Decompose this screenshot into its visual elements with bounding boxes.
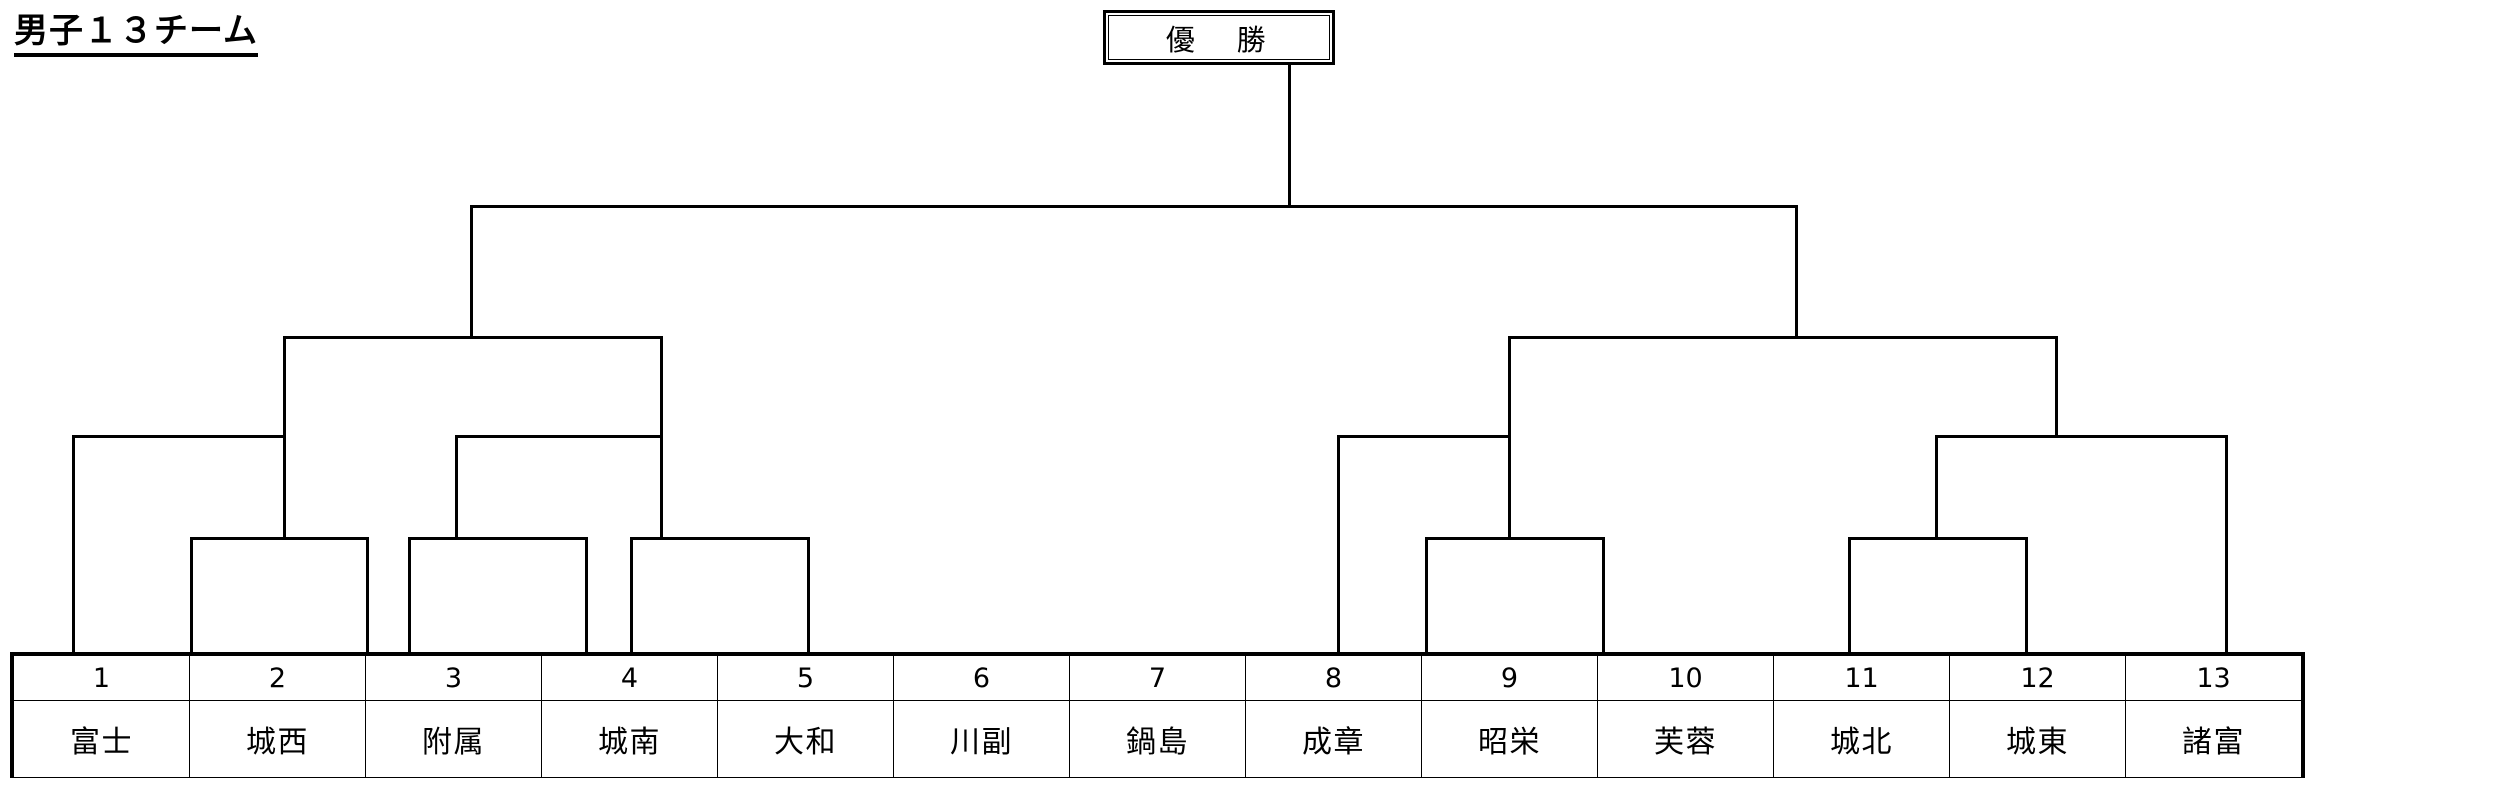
team-name-cell: 大和 xyxy=(717,700,894,778)
champion-stem xyxy=(1288,65,1291,207)
round2-match-3-leg-winner910 xyxy=(1508,435,1511,537)
seed-number-cell: 3 xyxy=(365,655,542,701)
round2-match-3-leg-seed8 xyxy=(1337,435,1340,653)
team-name-cell: 城北 xyxy=(1773,700,1950,778)
round1-match-11v12-leg-seed11 xyxy=(1848,537,1851,653)
round1-match-9v10-leg-seed10 xyxy=(1602,537,1605,653)
seed-number-cell: 6 xyxy=(893,655,1070,701)
team-name-cell: 富士 xyxy=(13,700,190,778)
semifinal-left-connector xyxy=(283,336,663,339)
team-name-cell: 城東 xyxy=(1949,700,2126,778)
seed-number-cell: 1 xyxy=(13,655,190,701)
round1-match-11v12-leg-seed12 xyxy=(2025,537,2028,653)
round1-match-4v5-leg-seed4 xyxy=(408,537,411,653)
final-connector xyxy=(470,205,1798,208)
team-name-cell: 昭栄 xyxy=(1421,700,1598,778)
seed-number-cell: 11 xyxy=(1773,655,1950,701)
round2-match-4-leg-winner1112 xyxy=(1935,435,1938,537)
round1-match-4v5-leg-seed5 xyxy=(585,537,588,653)
teams-table: 1 2 3 4 5 6 7 8 9 10 11 12 13 富士 城西 附属 城… xyxy=(10,652,2305,778)
round1-match-9v10-leg-seed9 xyxy=(1425,537,1428,653)
semifinal-right-leg-lower xyxy=(2055,336,2058,437)
round1-match-6v7-leg-seed7 xyxy=(807,537,810,653)
round1-match-11v12-connector xyxy=(1848,537,2028,540)
seed-number-cell: 13 xyxy=(2125,655,2302,701)
round1-match-6v7-connector xyxy=(630,537,810,540)
team-name-cell: 鍋島 xyxy=(1069,700,1246,778)
round2-match-3-connector xyxy=(1337,435,1511,438)
round2-match-1-leg-seed1 xyxy=(72,435,75,653)
semifinal-left-leg-lower xyxy=(660,336,663,437)
semifinal-right-leg-upper xyxy=(1508,336,1511,437)
champion-label: 優 勝 xyxy=(1165,22,1273,57)
semifinal-left-leg-upper xyxy=(283,336,286,437)
seed-number-cell: 9 xyxy=(1421,655,1598,701)
round2-match-4-connector xyxy=(1935,435,2228,438)
page-title: 男子１３チーム xyxy=(14,11,258,58)
team-name-row: 富士 城西 附属 城南 大和 川副 鍋島 成章 昭栄 芙蓉 城北 城東 諸富 xyxy=(13,700,2302,778)
team-name-cell: 城西 xyxy=(189,700,366,778)
seed-number-cell: 5 xyxy=(717,655,894,701)
round2-match-2-leg-winner67 xyxy=(660,435,663,537)
team-name-cell: 諸富 xyxy=(2125,700,2302,778)
round1-match-6v7-leg-seed6 xyxy=(630,537,633,653)
seed-number-cell: 2 xyxy=(189,655,366,701)
round2-match-4-leg-seed13 xyxy=(2225,435,2228,653)
round2-match-2-connector xyxy=(455,435,663,438)
champion-box: 優 勝 xyxy=(1103,10,1335,65)
final-leg-right xyxy=(1795,205,1798,338)
round1-match-2v3-connector xyxy=(190,537,369,540)
seed-number-cell: 8 xyxy=(1245,655,1422,701)
seed-number-cell: 12 xyxy=(1949,655,2126,701)
team-name-cell: 城南 xyxy=(541,700,718,778)
seed-number-cell: 4 xyxy=(541,655,718,701)
round2-match-1-leg-winner23 xyxy=(283,435,286,537)
team-name-cell: 成章 xyxy=(1245,700,1422,778)
round2-match-1-connector xyxy=(72,435,286,438)
semifinal-right-connector xyxy=(1508,336,2058,339)
round1-match-4v5-connector xyxy=(408,537,588,540)
seed-number-row: 1 2 3 4 5 6 7 8 9 10 11 12 13 xyxy=(13,655,2302,701)
team-name-cell: 附属 xyxy=(365,700,542,778)
team-name-cell: 川副 xyxy=(893,700,1070,778)
team-name-cell: 芙蓉 xyxy=(1597,700,1774,778)
seed-number-cell: 10 xyxy=(1597,655,1774,701)
round1-match-9v10-connector xyxy=(1425,537,1605,540)
round1-match-2v3-leg-seed2 xyxy=(190,537,193,653)
champion-box-inner: 優 勝 xyxy=(1108,15,1330,60)
final-leg-left xyxy=(470,205,473,338)
seed-number-cell: 7 xyxy=(1069,655,1246,701)
round2-match-2-leg-winner45 xyxy=(455,435,458,537)
round1-match-2v3-leg-seed3 xyxy=(366,537,369,653)
